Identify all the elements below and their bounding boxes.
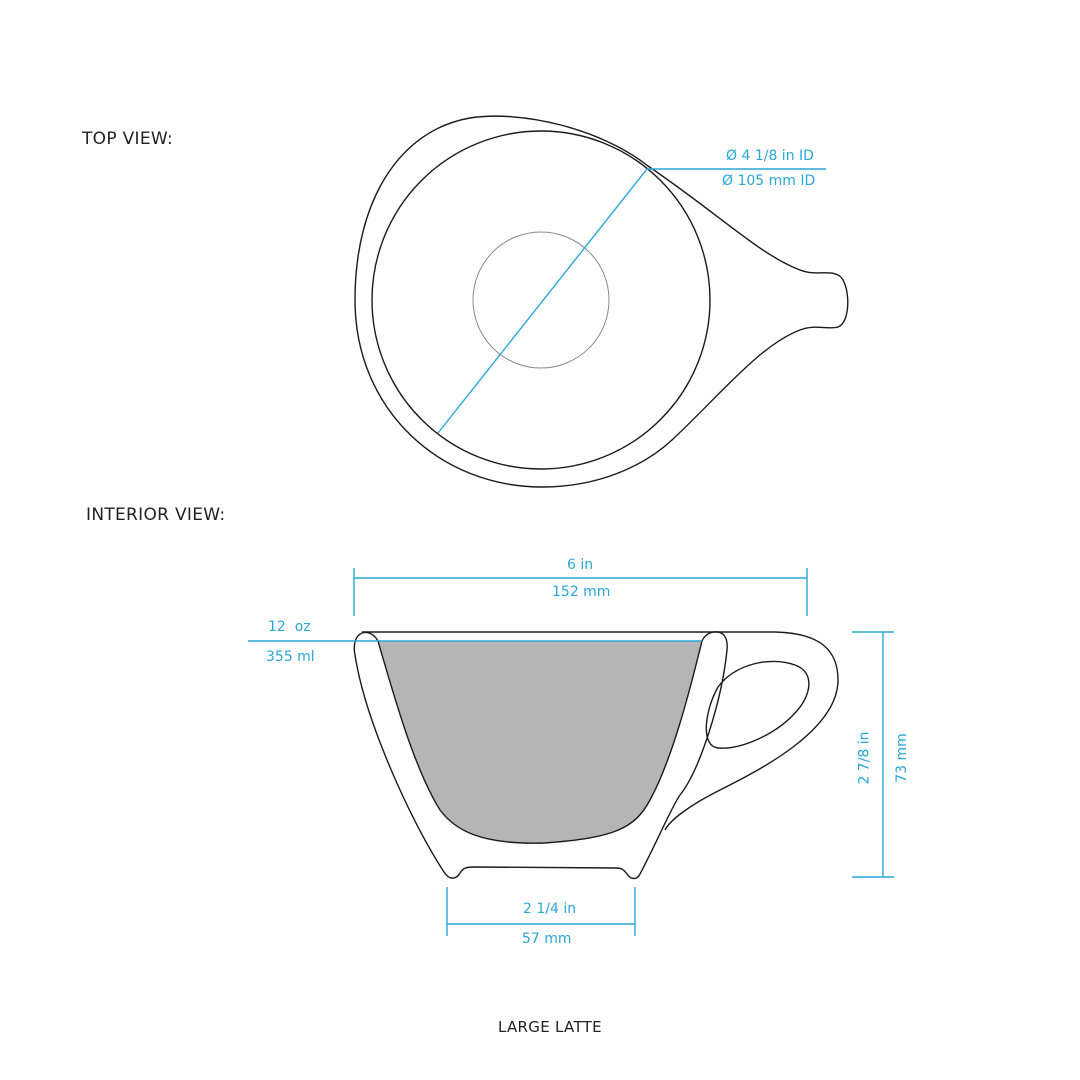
inner-diameter-in-label: Ø 4 1/8 in ID [726,148,814,164]
handle-outer [664,631,839,831]
inner-diameter-mm-label: Ø 105 mm ID [722,173,816,189]
cup-base-circle [472,231,610,369]
rim-width-dimension [353,568,808,616]
product-title: LARGE LATTE [498,1018,602,1036]
cup-side-profile [353,631,839,880]
rim-width-in-label: 6 in [567,557,594,573]
left-wall [353,631,681,880]
diameter-dimension [437,168,826,434]
handle-inner-loop [705,660,810,749]
height-mm-label: 73 mm [893,733,910,783]
top-view-label: TOP VIEW: [82,129,174,149]
cup-inner-rim [371,130,711,470]
base-width-in-label: 2 1/4 in [523,901,577,917]
top-view-drawing [354,115,849,488]
base-width-mm-label: 57 mm [522,931,572,947]
inner-bowl-line [377,640,703,844]
right-lip [679,631,728,796]
height-dimension [852,631,894,878]
rim-width-mm-label: 152 mm [552,584,611,600]
interior-view-label: INTERIOR VIEW: [86,505,226,525]
capacity-ml-label: 355 ml [266,649,315,665]
capacity-oz-label: 12 oz [268,619,311,635]
liquid-fill [378,641,702,844]
cup-outer-outline-top [354,115,849,488]
height-in-label: 2 7/8 in [856,731,873,785]
base-width-dimension [446,887,636,936]
